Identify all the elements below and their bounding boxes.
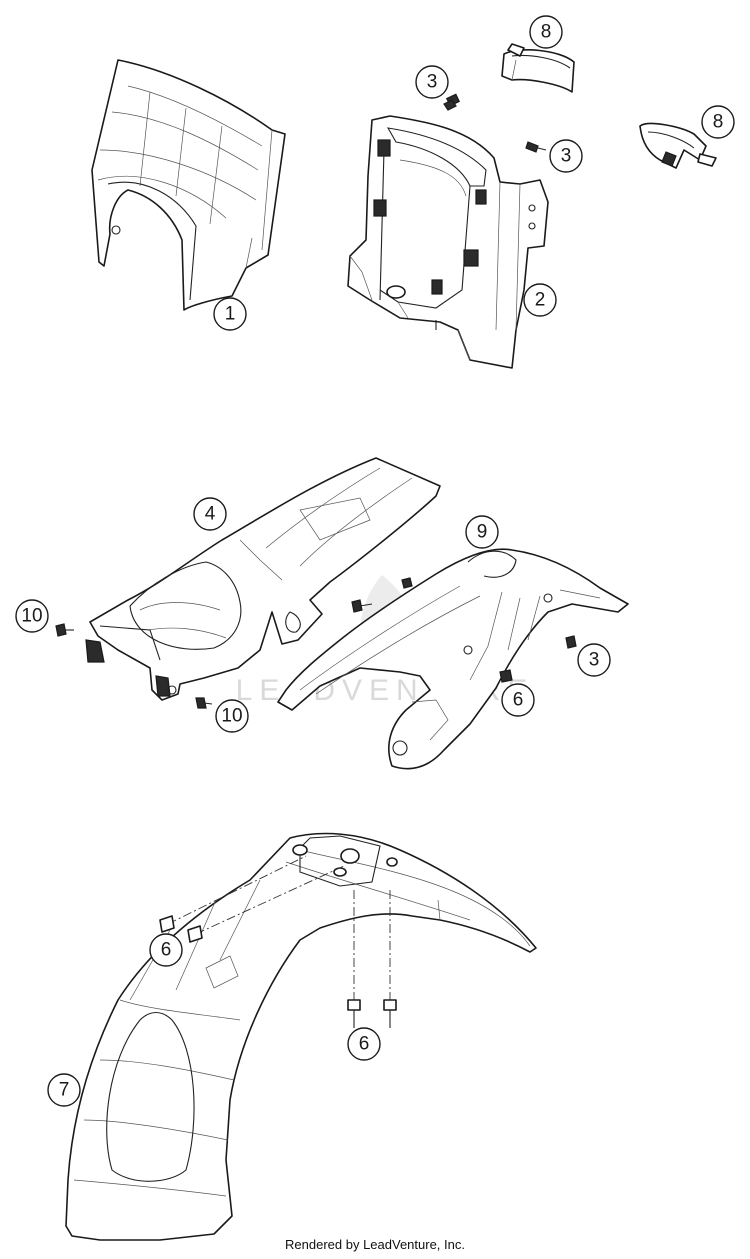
- callout-6-bottom: 6: [347, 1027, 381, 1061]
- callout-9-label: 9: [477, 522, 488, 543]
- callout-6-left-label: 6: [161, 940, 172, 961]
- callout-7: 7: [47, 1073, 81, 1107]
- callout-7-label: 7: [59, 1080, 70, 1101]
- callout-3-top: 3: [415, 65, 449, 99]
- footer-credit: Rendered by LeadVenture, Inc.: [285, 1237, 465, 1252]
- callout-10-bottom: 10: [215, 699, 249, 733]
- callout-2-label: 2: [535, 290, 546, 311]
- screw-3-lower: [565, 635, 577, 649]
- rear-fender: [85, 457, 441, 701]
- callout-1: 1: [213, 297, 247, 331]
- headlight-bracket: [347, 115, 549, 369]
- screw-10-left: [55, 623, 74, 637]
- screw-near-subframe-top: [401, 577, 413, 589]
- callout-8-right: 8: [701, 105, 735, 139]
- callout-8-right-label: 8: [713, 112, 724, 133]
- front-fender: [65, 832, 537, 1241]
- callout-4: 4: [193, 497, 227, 531]
- callout-3-top-label: 3: [427, 72, 438, 93]
- fender-screws: [159, 855, 397, 1028]
- rear-subframe: [277, 548, 629, 770]
- screw-6-middle: [499, 669, 513, 683]
- callout-3-lower: 3: [577, 643, 611, 677]
- callout-8-top: 8: [529, 15, 563, 49]
- clamp-right: [639, 122, 717, 169]
- screw-near-subframe-mid: [351, 599, 373, 613]
- screw-3-right: [525, 141, 547, 153]
- callout-3-lower-label: 3: [589, 650, 600, 671]
- callout-1-label: 1: [225, 304, 236, 325]
- callout-6-bottom-label: 6: [359, 1034, 370, 1055]
- callout-9: 9: [465, 515, 499, 549]
- callout-3-right-label: 3: [561, 146, 572, 167]
- callout-10-bottom-label: 10: [221, 706, 242, 727]
- callout-3-right: 3: [549, 139, 583, 173]
- callout-10-left-label: 10: [21, 606, 42, 627]
- callout-4-label: 4: [205, 504, 216, 525]
- screw-3-top: [443, 93, 461, 111]
- headlight-mask: [91, 59, 286, 311]
- callout-6-left: 6: [149, 933, 183, 967]
- callout-8-top-label: 8: [541, 22, 552, 43]
- callout-6-middle-label: 6: [513, 690, 524, 711]
- screw-10-bottom: [195, 697, 213, 709]
- callout-6-middle: 6: [501, 683, 535, 717]
- callout-2: 2: [523, 283, 557, 317]
- callout-10-left: 10: [15, 599, 49, 633]
- clamp-upper: [501, 43, 575, 93]
